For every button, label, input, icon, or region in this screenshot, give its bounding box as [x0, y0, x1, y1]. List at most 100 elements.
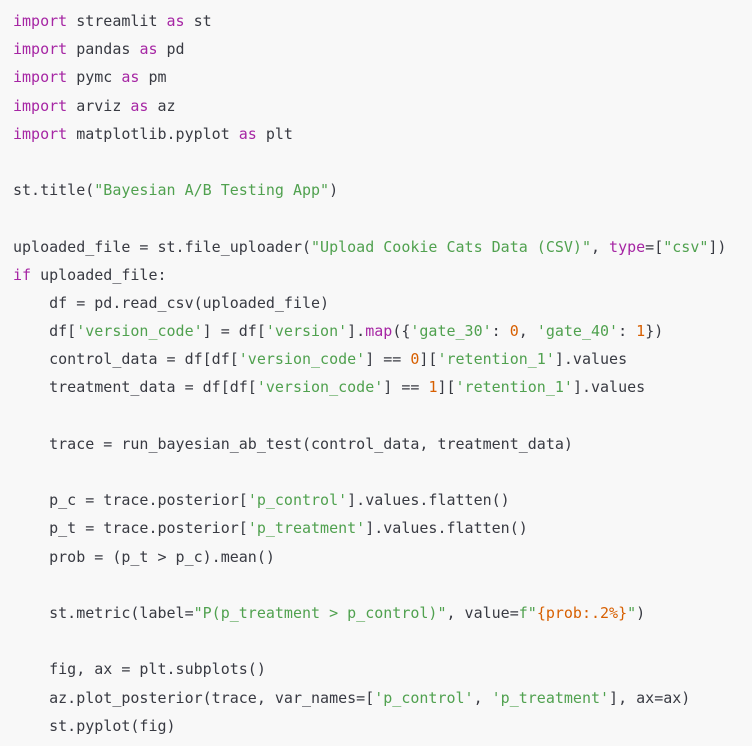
code-token: 0 [410, 350, 420, 369]
code-token: st.title( [13, 181, 95, 200]
code-line: st.metric(label="P(p_treatment > p_contr… [13, 599, 752, 627]
code-token: 'gate_30' [410, 322, 492, 341]
code-line: df = pd.read_csv(uploaded_file) [13, 289, 752, 317]
code-token: ({ [392, 322, 411, 341]
code-token: 'version_code' [256, 378, 384, 397]
code-token: if [13, 265, 32, 284]
code-token: treatment_data = df[df[ [13, 378, 257, 397]
code-line [13, 571, 752, 599]
code-token: " [627, 603, 637, 622]
code-line: treatment_data = df[df['version_code'] =… [13, 373, 752, 401]
code-token: streamlit [67, 12, 167, 30]
code-token: p_t = trace.posterior[ [13, 519, 248, 538]
code-token: , value= [446, 603, 519, 622]
code-token: uploaded_file: [31, 265, 167, 284]
code-line: uploaded_file = st.file_uploader("Upload… [13, 233, 752, 261]
code-line [13, 458, 752, 486]
code-token: 0 [509, 322, 519, 341]
code-line: import pandas as pd [13, 35, 752, 63]
code-token: "P(p_treatment > p_control)" [193, 603, 447, 622]
code-token: ][ [437, 378, 456, 397]
code-line: p_c = trace.posterior['p_control'].value… [13, 486, 752, 514]
code-line: import streamlit as st [13, 7, 752, 35]
code-token: arviz [67, 96, 131, 115]
code-line [13, 627, 752, 655]
code-token: f" [518, 603, 537, 622]
code-token: ]) [708, 237, 727, 256]
code-token: }) [645, 322, 664, 341]
code-token: import [13, 124, 68, 143]
code-token: ].values [554, 350, 628, 369]
code-token: ].values [572, 378, 646, 397]
code-token: 'version' [265, 322, 348, 341]
code-token: , [473, 688, 492, 707]
code-line: az.plot_posterior(trace, var_names=['p_c… [13, 684, 752, 712]
code-token: import [13, 96, 68, 115]
code-token: pymc [67, 68, 122, 87]
code-token: ][ [419, 350, 438, 369]
code-token: as [139, 40, 158, 59]
code-token: "Upload Cookie Cats Data (CSV)" [311, 237, 591, 256]
code-line: control_data = df[df['version_code'] == … [13, 345, 752, 373]
code-token: pd [157, 40, 185, 59]
code-token: prob = (p_t > p_c).mean() [13, 547, 275, 566]
code-token: map [365, 322, 393, 341]
code-token: 'p_treatment' [491, 688, 610, 707]
code-token: st.pyplot(fig) [13, 716, 176, 735]
code-token: as [238, 124, 257, 143]
code-line: fig, ax = plt.subplots() [13, 655, 752, 683]
code-line: df['version_code'] = df['version'].map({… [13, 317, 752, 345]
code-token: 'retention_1' [455, 378, 573, 397]
code-token: {prob:.2%} [536, 603, 628, 622]
code-token: ] == [383, 378, 429, 397]
code-line [13, 402, 752, 430]
code-token: as [166, 12, 185, 30]
code-line: st.pyplot(fig) [13, 712, 752, 740]
code-token: df[ [13, 322, 77, 341]
code-token: plt [256, 124, 293, 143]
code-line: if uploaded_file: [13, 261, 752, 289]
code-line: import arviz as az [13, 92, 752, 120]
code-line: import matplotlib.pyplot as plt [13, 120, 752, 148]
code-token: as [121, 68, 140, 87]
code-token: 'retention_1' [437, 350, 555, 369]
code-line: prob = (p_t > p_c).mean() [13, 543, 752, 571]
code-token: 'version_code' [238, 350, 366, 369]
code-token: 1 [428, 378, 438, 397]
code-token: ] = df[ [202, 322, 266, 341]
code-line: st.title("Bayesian A/B Testing App") [13, 176, 752, 204]
code-token: import [13, 40, 68, 59]
code-token: df = pd.read_csv(uploaded_file) [13, 293, 330, 312]
code-line: import pymc as pm [13, 63, 752, 91]
code-token: import [13, 12, 68, 30]
code-token: fig, ax = plt.subplots() [13, 660, 266, 679]
code-line [13, 148, 752, 176]
code-token: : [491, 322, 510, 341]
code-token: 'p_treatment' [247, 519, 366, 538]
code-token: uploaded_file = st.file_uploader( [13, 237, 312, 256]
code-token: 'version_code' [76, 322, 203, 341]
code-line [13, 204, 752, 232]
code-token: az.plot_posterior(trace, var_names=[ [13, 688, 375, 707]
code-token: ].values.flatten() [347, 491, 510, 510]
code-token: 'p_control' [374, 688, 474, 707]
code-line: trace = run_bayesian_ab_test(control_dat… [13, 430, 752, 458]
code-token: trace = run_bayesian_ab_test(control_dat… [13, 434, 573, 453]
code-token: p_c = trace.posterior[ [13, 491, 248, 510]
code-token: import [13, 68, 68, 87]
code-token: ) [636, 603, 646, 622]
code-token: ], ax=ax) [609, 688, 691, 707]
code-token: ] == [365, 350, 411, 369]
code-token: matplotlib.pyplot [67, 124, 239, 143]
code-token: pandas [67, 40, 140, 59]
code-token: "csv" [663, 237, 709, 256]
code-token: st.metric(label= [13, 603, 194, 622]
code-token: 'gate_40' [536, 322, 619, 341]
code-token: 1 [636, 322, 646, 341]
code-token: ) [329, 181, 339, 200]
code-token: =[ [645, 237, 664, 256]
code-token: control_data = df[df[ [13, 350, 239, 369]
code-token: 'p_control' [247, 491, 348, 510]
code-token: az [148, 96, 176, 115]
